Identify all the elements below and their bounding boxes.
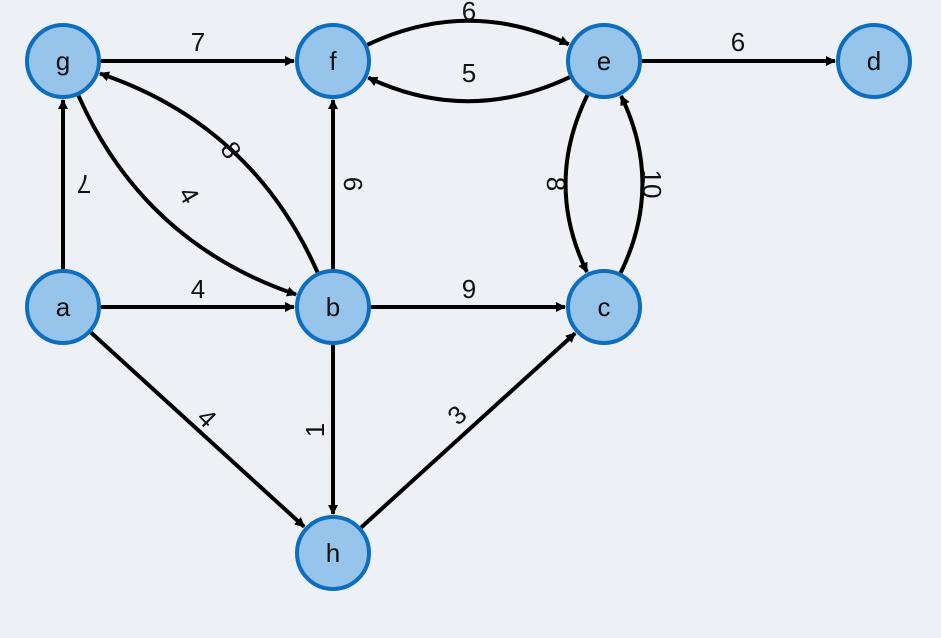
- node-f[interactable]: f: [295, 23, 371, 99]
- node-label: f: [329, 46, 337, 76]
- node-d[interactable]: d: [836, 23, 912, 99]
- edge-e-to-c: [563, 94, 590, 273]
- edge-weight-b-to-h: 1: [300, 423, 330, 437]
- node-c[interactable]: c: [566, 269, 642, 345]
- node-circle[interactable]: [295, 23, 371, 99]
- node-h[interactable]: h: [295, 515, 371, 591]
- edge-h-to-c: [359, 331, 577, 529]
- edge-g-to-b: [76, 94, 298, 297]
- edge-weight-c-to-e: 10: [637, 170, 667, 199]
- edge-b-to-g: [98, 71, 320, 274]
- edge-e-to-f: [367, 75, 571, 104]
- node-label: e: [597, 46, 611, 76]
- node-label: d: [867, 46, 881, 76]
- node-e[interactable]: e: [566, 23, 642, 99]
- node-circle[interactable]: [25, 269, 101, 345]
- edge-weight-h-to-c: 3: [441, 399, 472, 430]
- node-circle[interactable]: [836, 23, 912, 99]
- node-label: b: [326, 292, 340, 322]
- node-b[interactable]: b: [295, 269, 371, 345]
- node-label: c: [598, 292, 611, 322]
- edge-weight-e-to-c: 8: [541, 177, 571, 191]
- edge-weight-b-to-c: 9: [462, 274, 476, 304]
- edge-weight-g-to-f: 7: [191, 27, 205, 57]
- edge-f-to-e: [366, 18, 570, 47]
- edge-a-to-h: [89, 331, 306, 529]
- edges-layer: [58, 18, 836, 529]
- edge-weight-a-to-g: 7: [77, 169, 91, 199]
- node-label: g: [56, 46, 70, 76]
- edge-weight-b-to-f: 6: [338, 177, 368, 191]
- node-circle[interactable]: [295, 269, 371, 345]
- edge-weight-e-to-f: 5: [462, 58, 476, 88]
- node-label: h: [326, 538, 340, 568]
- node-circle[interactable]: [566, 269, 642, 345]
- edge-weight-a-to-b: 4: [191, 274, 205, 304]
- node-circle[interactable]: [295, 515, 371, 591]
- edge-weight-g-to-b: 4: [172, 181, 205, 209]
- node-label: a: [56, 292, 71, 322]
- edge-weight-e-to-d: 6: [731, 27, 745, 57]
- edge-c-to-e: [618, 95, 645, 274]
- node-a[interactable]: a: [25, 269, 101, 345]
- edge-weight-f-to-e: 6: [462, 0, 476, 26]
- node-g[interactable]: g: [25, 23, 101, 99]
- nodes-layer: g f e d a b c h: [25, 23, 912, 591]
- node-circle[interactable]: [25, 23, 101, 99]
- node-circle[interactable]: [566, 23, 642, 99]
